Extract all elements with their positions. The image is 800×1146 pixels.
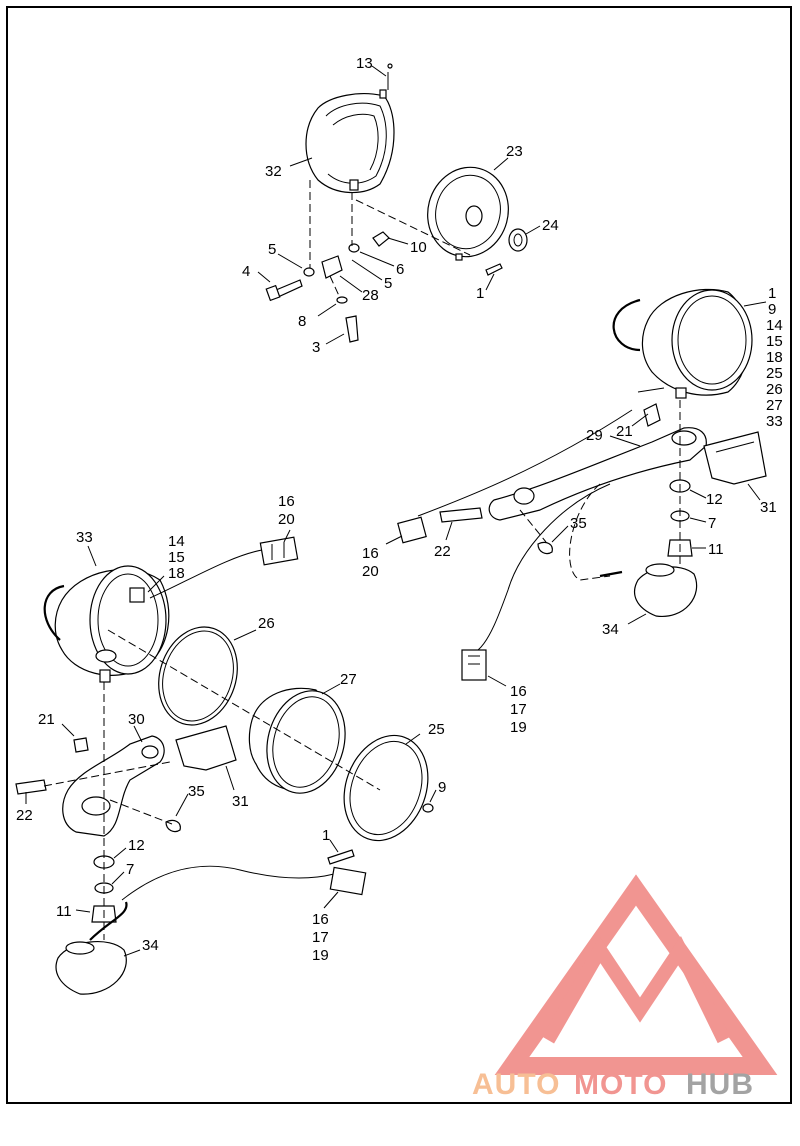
- callout-13: 13: [356, 55, 373, 72]
- connector-right-lower: [461, 649, 487, 681]
- headlamp-housing-32: [305, 89, 395, 194]
- callout-22: 22: [434, 543, 451, 560]
- callout-r14: 14: [766, 317, 783, 334]
- callout-17-right: 17: [510, 701, 527, 718]
- callout-27: 27: [340, 671, 357, 688]
- sealed-beam-27: [248, 687, 346, 794]
- callout-10: 10: [410, 239, 427, 256]
- callout-19-right: 19: [510, 719, 527, 736]
- callout-r1: 1: [768, 285, 776, 302]
- seal-ring-26: [158, 626, 238, 726]
- headlamp-lens-23: [427, 166, 509, 261]
- connector-left-upper: [259, 536, 299, 566]
- turn-signal-34-right: [569, 483, 698, 617]
- diagram-frame: [6, 6, 792, 1104]
- callout-34-left: 34: [142, 937, 159, 954]
- callout-12: 12: [706, 491, 723, 508]
- callout-1: 1: [476, 285, 484, 302]
- callout-20-left: 20: [278, 511, 295, 528]
- callout-17-bottom: 17: [312, 929, 329, 946]
- top-headlamp-assembly: [257, 63, 541, 345]
- callout-25: 25: [428, 721, 445, 738]
- callout-r9: 9: [768, 301, 776, 318]
- right-headlamp: [612, 288, 753, 399]
- bracket-29: [488, 403, 707, 521]
- turn-signal-34-left: [55, 901, 128, 995]
- callout-22-left: 22: [16, 807, 33, 824]
- callout-14: 14: [168, 533, 185, 550]
- callout-11-left: 11: [56, 903, 72, 920]
- connector-right-upper: [397, 409, 633, 544]
- left-lamp-assembly: [15, 529, 437, 995]
- connector-left-lower: [329, 866, 367, 896]
- bracket-30: [62, 735, 165, 837]
- callout-r18: 18: [766, 349, 783, 366]
- callout-29: 29: [586, 427, 603, 444]
- callout-31-left: 31: [232, 793, 249, 810]
- callout-33: 33: [76, 529, 93, 546]
- callout-30: 30: [128, 711, 145, 728]
- callout-r25: 25: [766, 365, 783, 382]
- callout-16-right: 16: [510, 683, 527, 700]
- right-lamp-assembly: [385, 288, 767, 687]
- callout-7: 7: [708, 515, 716, 532]
- callout-19-bottom: 19: [312, 947, 329, 964]
- callout-18: 18: [168, 565, 185, 582]
- callout-16-left: 16: [278, 493, 295, 510]
- callout-24: 24: [542, 217, 559, 234]
- callout-4: 4: [242, 263, 250, 280]
- callout-5b: 5: [384, 275, 392, 292]
- cover-31-left: [175, 725, 237, 771]
- socket-24: [508, 228, 528, 252]
- callout-7-left: 7: [126, 861, 134, 878]
- callout-26: 26: [258, 615, 275, 632]
- brand-auto: AUTO: [472, 1068, 560, 1101]
- brand-moto: MOTO: [574, 1068, 667, 1101]
- cover-31: [703, 431, 767, 485]
- callout-12-left: 12: [128, 837, 145, 854]
- callout-11: 11: [708, 541, 724, 558]
- callout-31: 31: [760, 499, 777, 516]
- callout-r27: 27: [766, 397, 783, 414]
- headlamp-housing-33: [43, 565, 170, 683]
- callout-21-left: 21: [38, 711, 55, 728]
- callout-6: 6: [396, 261, 404, 278]
- callout-23: 23: [506, 143, 523, 160]
- callout-21: 21: [616, 423, 633, 440]
- callout-28: 28: [362, 287, 379, 304]
- callout-labels: 13 32 23 24 5 4 10 6 5 28 1 8 3 1 9 14 1…: [16, 55, 783, 964]
- callout-r33: 33: [766, 413, 783, 430]
- brand-hub: HUB: [686, 1068, 754, 1101]
- callout-3: 3: [312, 339, 320, 356]
- callout-20: 20: [362, 563, 379, 580]
- callout-15: 15: [168, 549, 185, 566]
- callout-34: 34: [602, 621, 619, 638]
- callout-8: 8: [298, 313, 306, 330]
- callout-16: 16: [362, 545, 379, 562]
- callout-35: 35: [570, 515, 587, 532]
- callout-r15: 15: [766, 333, 783, 350]
- callout-r26: 26: [766, 381, 783, 398]
- callout-1-left: 1: [322, 827, 330, 844]
- callout-5: 5: [268, 241, 276, 258]
- callout-32: 32: [265, 163, 282, 180]
- callout-16-bottom: 16: [312, 911, 329, 928]
- callout-35-left: 35: [188, 783, 205, 800]
- callout-9: 9: [438, 779, 446, 796]
- fasteners-top: [265, 63, 503, 343]
- automotohub-logo: AUTO MOTO HUB: [472, 874, 778, 1101]
- trim-ring-25: [343, 734, 429, 842]
